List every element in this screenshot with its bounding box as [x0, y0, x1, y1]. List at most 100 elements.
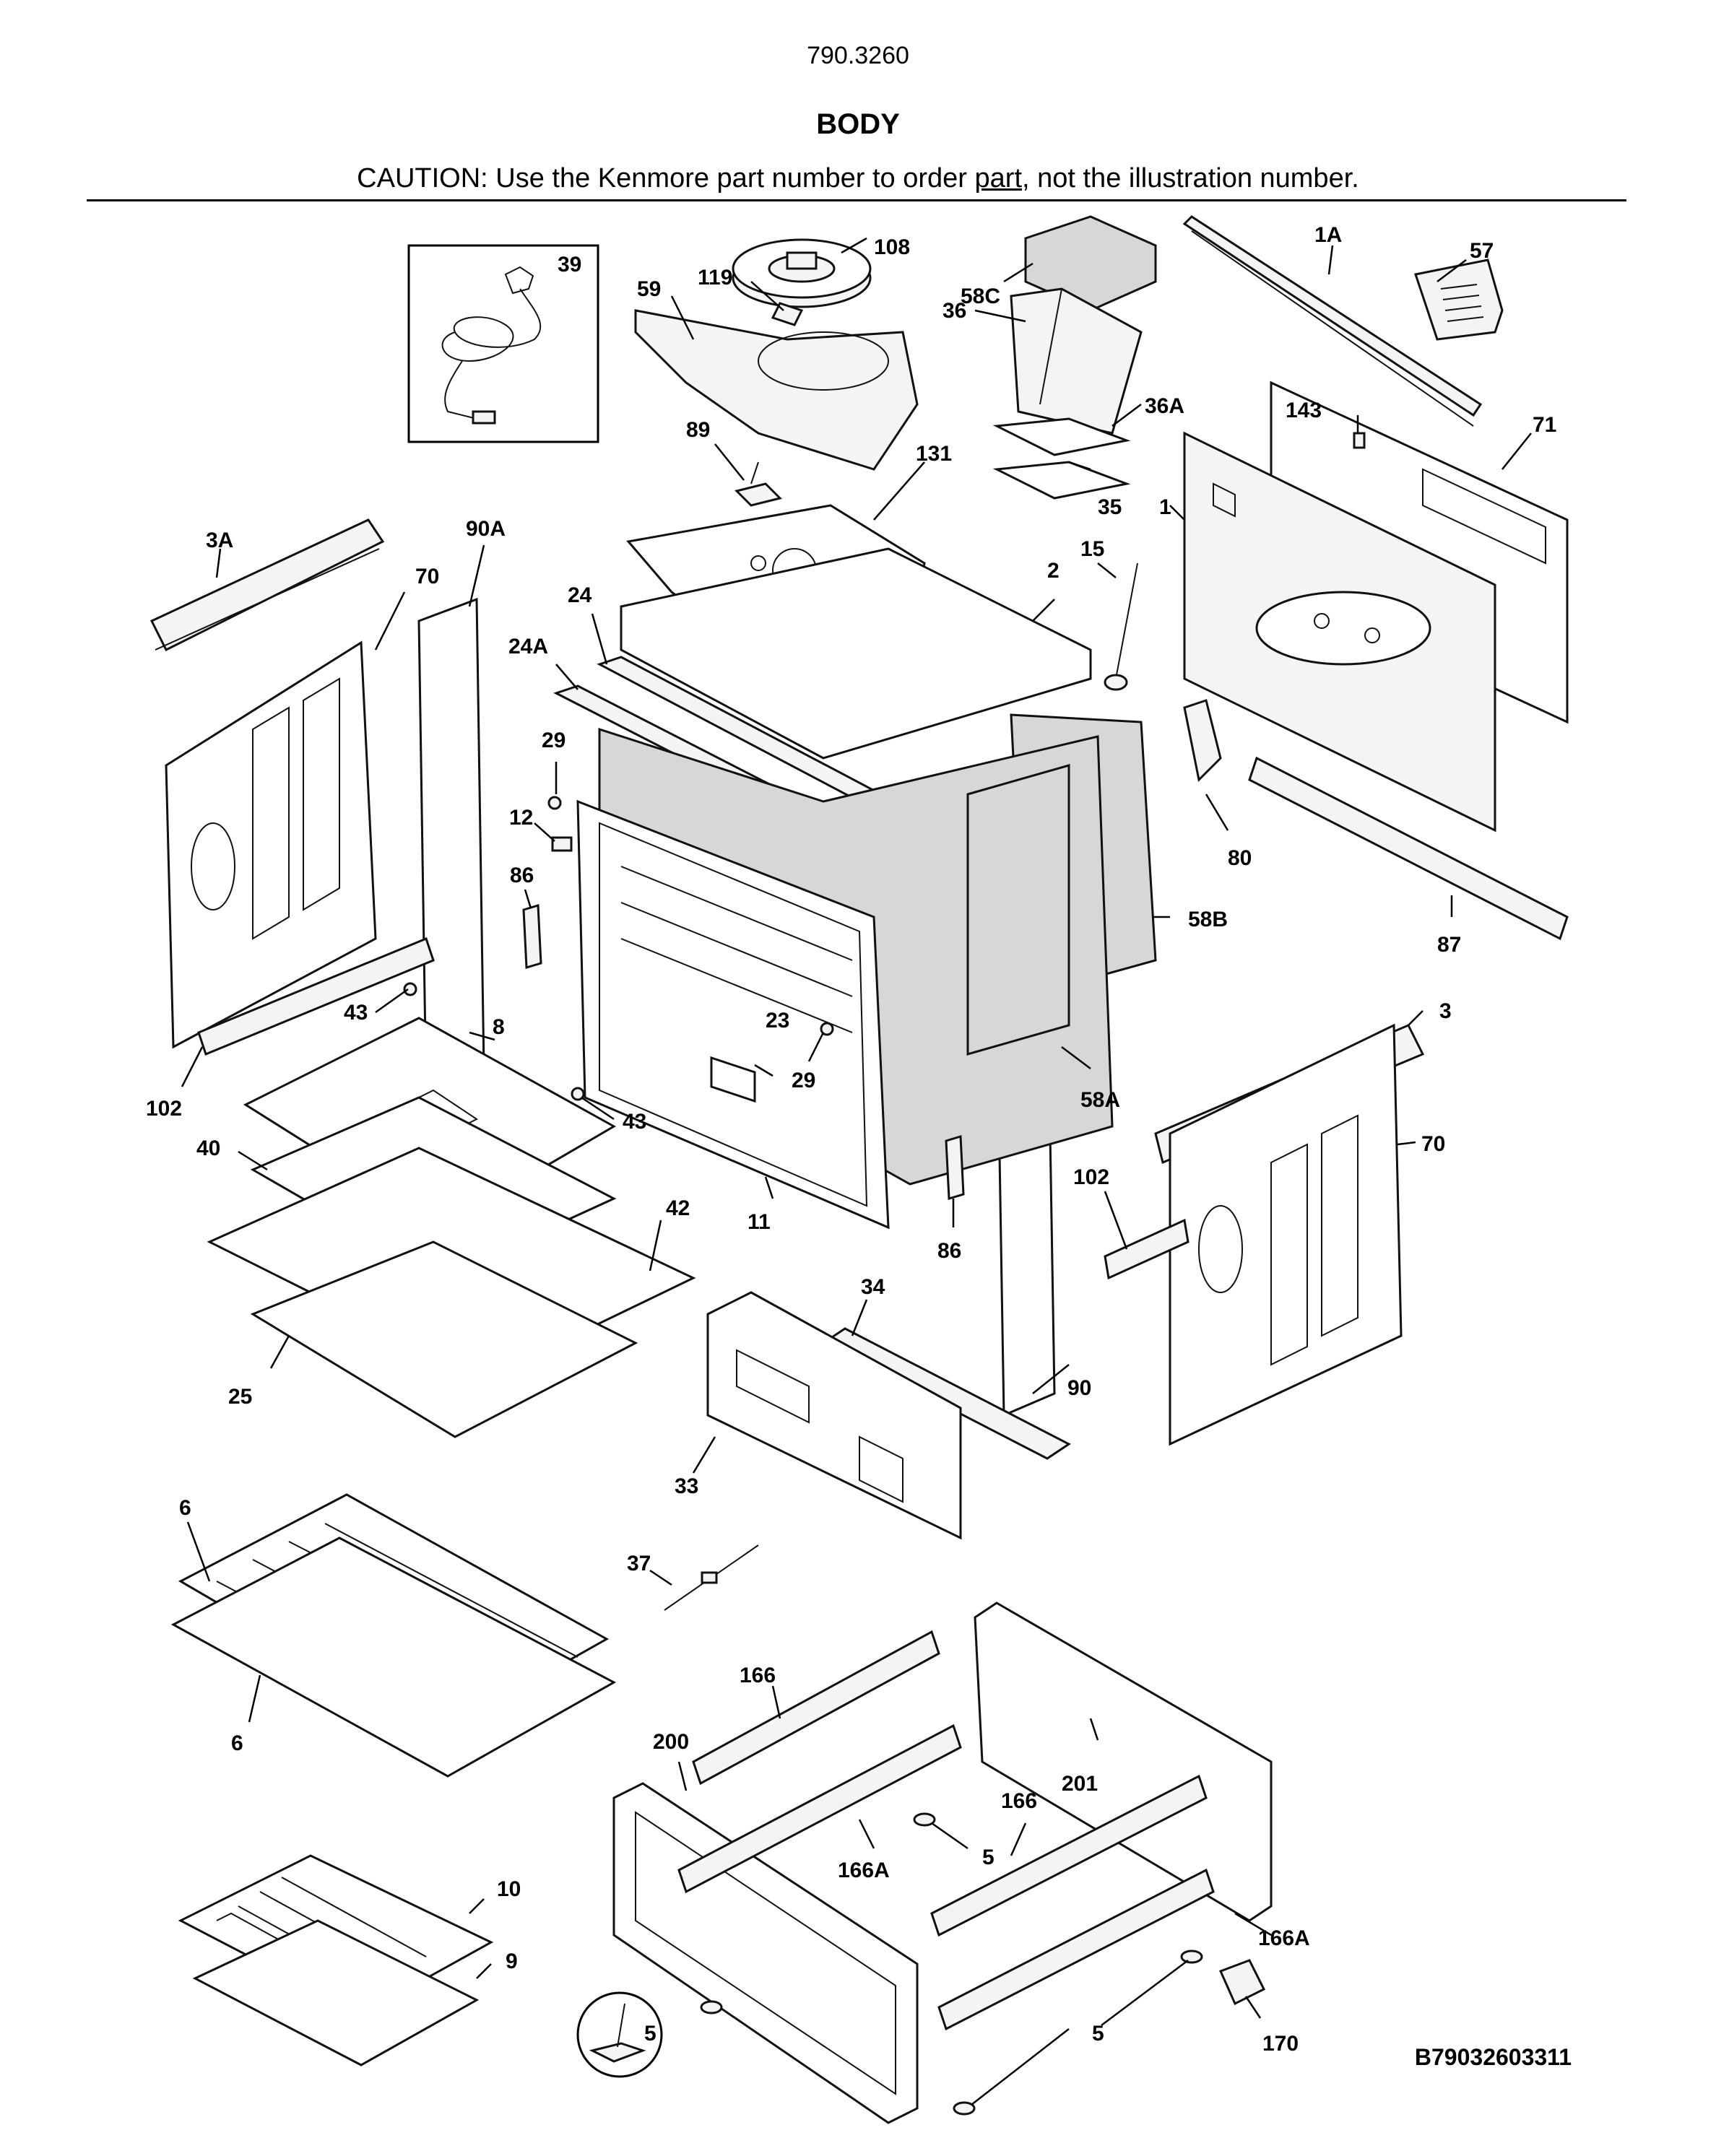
part-201-rear-base-frame[interactable] [974, 1601, 1273, 1922]
label-36: 36 [942, 299, 966, 323]
part-166A-base-brace-lower[interactable] [937, 1868, 1215, 2031]
part-166A-base-brace-upper[interactable] [677, 1724, 962, 1894]
part-33-storage-drawer-back[interactable] [706, 1291, 962, 1540]
part-57-vent-cover[interactable] [1414, 258, 1504, 341]
label-34: 34 [861, 1275, 885, 1299]
label-143: 143 [1286, 399, 1322, 422]
part-3A-side-brace[interactable] [150, 518, 385, 652]
label-86-right: 86 [937, 1239, 961, 1263]
part-43-screw-left[interactable] [403, 982, 417, 996]
label-2: 2 [1047, 559, 1060, 583]
label-10: 10 [497, 1877, 521, 1901]
part-39-power-cord[interactable] [407, 244, 599, 443]
label-108: 108 [874, 235, 910, 259]
part-34-trim[interactable] [821, 1327, 1071, 1460]
part-5-leveling-leg-a[interactable] [913, 1812, 936, 1827]
part-143-clip[interactable] [1353, 432, 1366, 449]
caution-text-suffix: , not the illustration number. [1022, 163, 1359, 194]
label-70-left: 70 [415, 565, 439, 588]
part-1A-rear-brace[interactable] [1182, 215, 1483, 427]
part-23-light-lens[interactable] [710, 1056, 756, 1103]
caution-text-prefix: CAUTION: Use the Kenmore part number to … [357, 163, 975, 194]
part-25-bottom-cover[interactable] [250, 1240, 638, 1438]
label-29-lower: 29 [792, 1069, 815, 1092]
part-35-gasket[interactable] [992, 461, 1131, 500]
part-2-top-panel[interactable] [620, 547, 1092, 760]
part-15-oven-probe[interactable] [1104, 562, 1138, 691]
label-6-lower: 6 [231, 1731, 243, 1755]
label-5-upper: 5 [982, 1846, 994, 1869]
label-23: 23 [766, 1009, 789, 1033]
part-170-anti-tip-bracket[interactable] [1218, 1959, 1266, 2006]
label-43-left: 43 [344, 1001, 368, 1025]
part-70-right-side-panel[interactable] [1169, 1023, 1403, 1446]
label-6-upper: 6 [179, 1496, 191, 1520]
label-40: 40 [196, 1136, 220, 1160]
part-5-leveling-leg-b[interactable] [700, 2000, 723, 2014]
label-25: 25 [228, 1385, 252, 1409]
part-58A-insulation-side[interactable] [966, 764, 1070, 1056]
label-86-left: 86 [510, 864, 534, 887]
part-9-broiler-pan[interactable] [192, 1919, 480, 2066]
label-42: 42 [666, 1196, 690, 1220]
label-90: 90 [1067, 1376, 1091, 1400]
label-24A: 24A [508, 635, 548, 658]
part-37-sensor-bracket[interactable] [664, 1544, 759, 1611]
label-87: 87 [1437, 933, 1461, 957]
label-58B: 58B [1188, 908, 1228, 931]
part-102-side-rail-right[interactable] [1104, 1218, 1190, 1280]
label-166A-lower: 166A [1258, 1926, 1310, 1950]
label-35: 35 [1098, 495, 1122, 519]
part-36A-gasket[interactable] [992, 417, 1131, 456]
label-70-right: 70 [1421, 1132, 1445, 1156]
part-89-thermostat[interactable] [734, 461, 782, 507]
part-102-side-rail-left[interactable] [197, 936, 435, 1056]
label-1: 1 [1159, 495, 1171, 519]
part-58C-insulation-block[interactable] [1024, 215, 1157, 312]
callout-labels: 39 108 119 59 58C 1A 57 36 36A 143 71 89… [146, 223, 1556, 2056]
part-36-vent-duct[interactable] [1010, 287, 1143, 435]
part-12-lamp-socket[interactable] [551, 836, 573, 852]
part-6-oven-rack-lower[interactable] [170, 1536, 617, 1778]
label-1A: 1A [1314, 223, 1342, 247]
label-59: 59 [637, 277, 661, 301]
part-29-screw-upper[interactable] [547, 796, 562, 810]
label-39: 39 [558, 253, 581, 277]
label-102-left: 102 [146, 1097, 182, 1121]
part-1-rear-panel[interactable] [1183, 431, 1496, 833]
label-58C: 58C [961, 284, 1000, 308]
diagram-reference-code: B79032603311 [1414, 2044, 1572, 2070]
part-119-sensor[interactable] [771, 302, 804, 326]
label-89: 89 [686, 418, 710, 442]
part-108-convection-fan[interactable] [732, 238, 872, 308]
part-80-bracket[interactable] [1183, 699, 1222, 783]
part-70-left-side-panel[interactable] [165, 640, 377, 1049]
part-5-leveling-leg-d[interactable] [953, 2101, 976, 2116]
part-5-leveling-leg-c[interactable] [1180, 1949, 1203, 1964]
label-170: 170 [1262, 2032, 1299, 2056]
label-102-right: 102 [1073, 1165, 1109, 1189]
part-86-hinge-receptacle-right[interactable] [945, 1135, 965, 1200]
part-5-leveling-leg-detail[interactable] [576, 1991, 663, 2078]
model-number: 790.3260 [807, 42, 909, 69]
part-43-screw-right[interactable] [571, 1087, 585, 1101]
header-divider [87, 199, 1626, 201]
part-166-base-rail-lower[interactable] [930, 1774, 1208, 1937]
label-57: 57 [1470, 239, 1494, 263]
part-86-hinge-receptacle-left[interactable] [522, 904, 542, 969]
part-59-top-duct[interactable] [634, 309, 919, 471]
label-5-lower: 5 [1092, 2022, 1104, 2046]
part-166-base-rail-upper[interactable] [692, 1630, 940, 1786]
label-43-right: 43 [623, 1110, 646, 1134]
caution-part-link[interactable]: part [974, 163, 1022, 194]
label-119: 119 [698, 266, 732, 290]
section-title: BODY [816, 108, 900, 140]
part-29-screw-lower[interactable] [820, 1022, 834, 1036]
part-87-rear-trim[interactable] [1248, 756, 1569, 941]
label-24: 24 [568, 583, 592, 607]
label-201: 201 [1062, 1772, 1098, 1796]
label-12: 12 [509, 806, 533, 830]
part-90A-side-insulation[interactable] [417, 597, 485, 1092]
label-5-detail: 5 [644, 2022, 656, 2046]
